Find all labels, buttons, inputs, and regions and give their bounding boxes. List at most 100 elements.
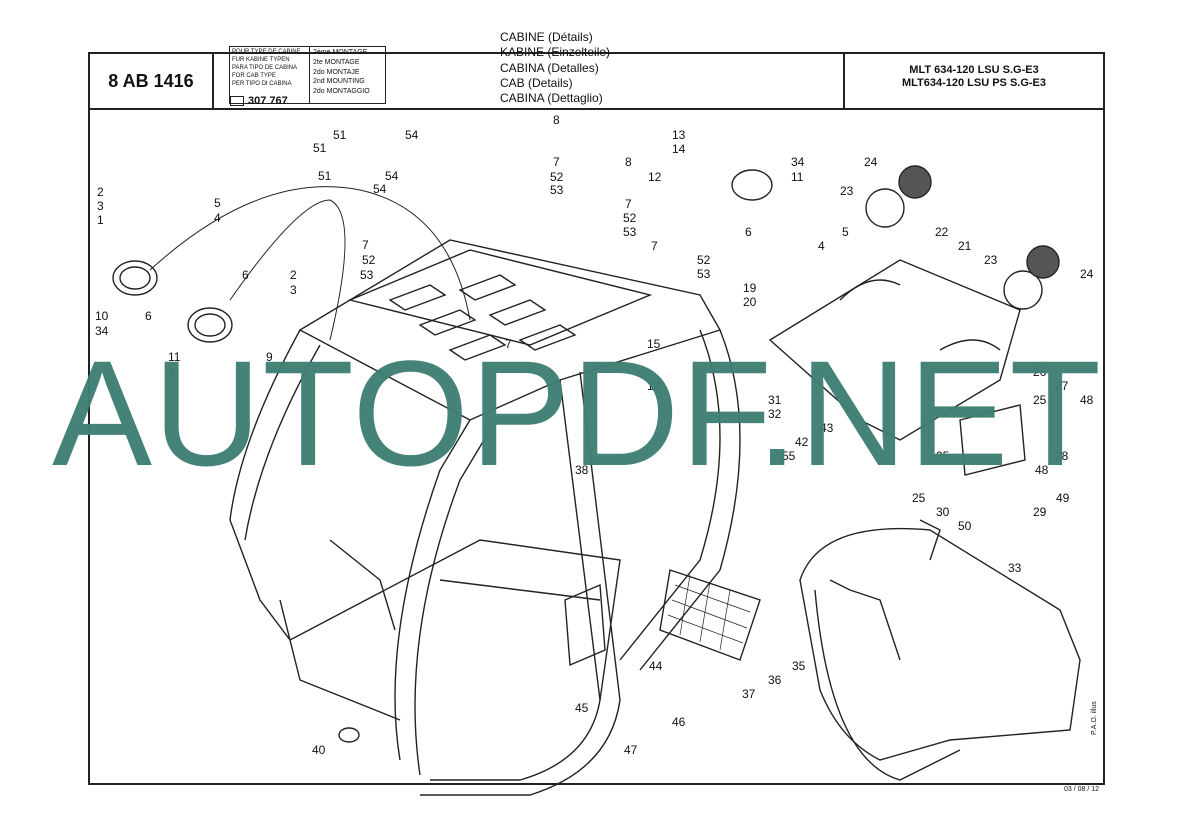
side-note: P.A.O. illus [1091,701,1098,735]
callout-4-b: 4 [818,239,825,253]
callout-14: 14 [672,142,686,156]
callout-5: 5 [214,196,221,210]
callout-18: 18 [647,379,661,393]
model-block: MLT 634-120 LSU S.G-E3 MLT634-120 LSU PS… [845,64,1103,90]
callout-54-b: 54 [385,169,399,183]
callout-11: 11 [168,350,181,364]
callout-1: 1 [97,213,104,227]
callout-8-b: 8 [625,155,632,169]
callout-5-b: 5 [842,225,849,239]
callout-37: 37 [742,687,756,701]
callout-54: 54 [405,128,419,142]
callout-22: 22 [935,225,949,239]
callout-3-c: 3 [290,283,297,297]
type-line: FUR KABINE TYPEN [232,57,290,63]
callout-55: 55 [782,449,796,463]
callout-53: 53 [360,268,374,282]
callout-43: 43 [820,421,834,435]
model-separator [843,52,845,108]
callout-31: 31 [768,393,782,407]
title-line: CAB (Details) [500,75,573,90]
callout-53-b: 53 [550,183,564,197]
model-line: MLT634-120 LSU PS S.G-E3 [901,77,1047,89]
callout-47: 47 [624,743,638,757]
callout-48: 48 [1080,393,1094,407]
callout-48-b: 48 [1035,463,1049,477]
callout-27: 27 [1055,379,1069,393]
callout-7-c: 7 [625,197,632,211]
callout-8: 8 [553,113,560,127]
cab-frame-drawing [112,165,1081,796]
callout-54-c: 54 [373,182,387,196]
callout-9: 9 [266,350,273,364]
mount-line: 2ème MONTAGE [313,49,368,56]
mount-line: 2te MONTAGE [313,58,360,66]
type-line: PER TIPO DI CABINA [232,81,292,87]
callout-25-c: 25 [912,491,926,505]
type-line: POUR TYPE DE CABINE [232,49,301,55]
callout-7-d: 7 [651,239,658,253]
type-line: PARA TIPO DE CABINA [232,65,298,71]
callout-6-c: 6 [745,225,752,239]
callout-52: 52 [362,253,376,267]
callout-33: 33 [1008,561,1022,575]
callout-34-b: 34 [791,155,805,169]
callout-15: 15 [647,337,661,351]
callout-30: 30 [936,505,950,519]
callout-51-b: 51 [313,141,327,155]
callout-53-c: 53 [623,225,637,239]
title-line: CABINA (Dettaglio) [500,91,603,106]
callout-40: 40 [312,743,326,757]
callout-52-c: 52 [623,211,637,225]
callout-29: 29 [1033,505,1047,519]
callout-46: 46 [672,715,686,729]
mounting-box: 2ème MONTAGE 2te MONTAGE 2do MONTAJE 2nd… [310,46,386,104]
callout-20: 20 [743,295,757,309]
mount-line: 2nd MOUNTING [313,78,365,86]
callout-2-b: 2 [290,268,297,282]
callout-labels: 2 3 1 5 4 10 34 6 11 3 6 2 3 9 51 54 51 … [95,113,1094,757]
callout-23: 23 [840,184,854,198]
title-line: CABINE (Détails) [500,30,593,44]
watermark: AUTOPDF.NET [52,329,1103,497]
callout-2: 2 [97,185,104,199]
title-block: CABINE (Détails) KABINE (Einzelteile) CA… [500,30,610,106]
mount-line: 2do MONTAJE [313,68,360,76]
mount-line: 2do MONTAGGIO [313,88,370,96]
title-line: KABINE (Einzelteile) [500,45,611,60]
callout-11-b: 11 [791,170,804,184]
callout-50: 50 [958,519,972,533]
type-line: FOR CAB TYPE [232,73,276,79]
header-rule [88,108,1105,110]
title-line: CABINA (Detalles) [500,60,599,75]
callout-38: 38 [575,463,589,477]
callout-42: 42 [795,435,809,449]
callout-28: 28 [1055,449,1069,463]
callout-19: 19 [743,281,757,295]
model-line: MLT 634-120 LSU S.G-E3 [909,64,1039,76]
callout-44: 44 [649,659,663,673]
callout-6: 6 [145,309,152,323]
reference-number: 307 767 [230,95,288,107]
callout-51: 51 [333,128,347,142]
callout-52-b: 52 [550,170,564,184]
callout-25-b: 25 [936,449,950,463]
cab-type-box: POUR TYPE DE CABINE FUR KABINE TYPEN PAR… [229,46,310,104]
reference-value: 307 767 [248,95,288,107]
callout-24: 24 [864,155,878,169]
callout-32: 32 [768,407,782,421]
callout-13: 13 [672,128,686,142]
callout-7: 7 [362,238,369,252]
square-icon [230,96,244,106]
callout-25: 25 [1033,393,1047,407]
callout-4: 4 [214,211,221,225]
callout-26: 26 [1033,365,1047,379]
callout-49: 49 [1056,491,1070,505]
callout-45: 45 [575,701,589,715]
callout-53-d: 53 [697,267,711,281]
callout-52-d: 52 [697,253,711,267]
callout-7-b: 7 [553,155,560,169]
callout-23-b: 23 [984,253,998,267]
callout-21: 21 [958,239,972,253]
